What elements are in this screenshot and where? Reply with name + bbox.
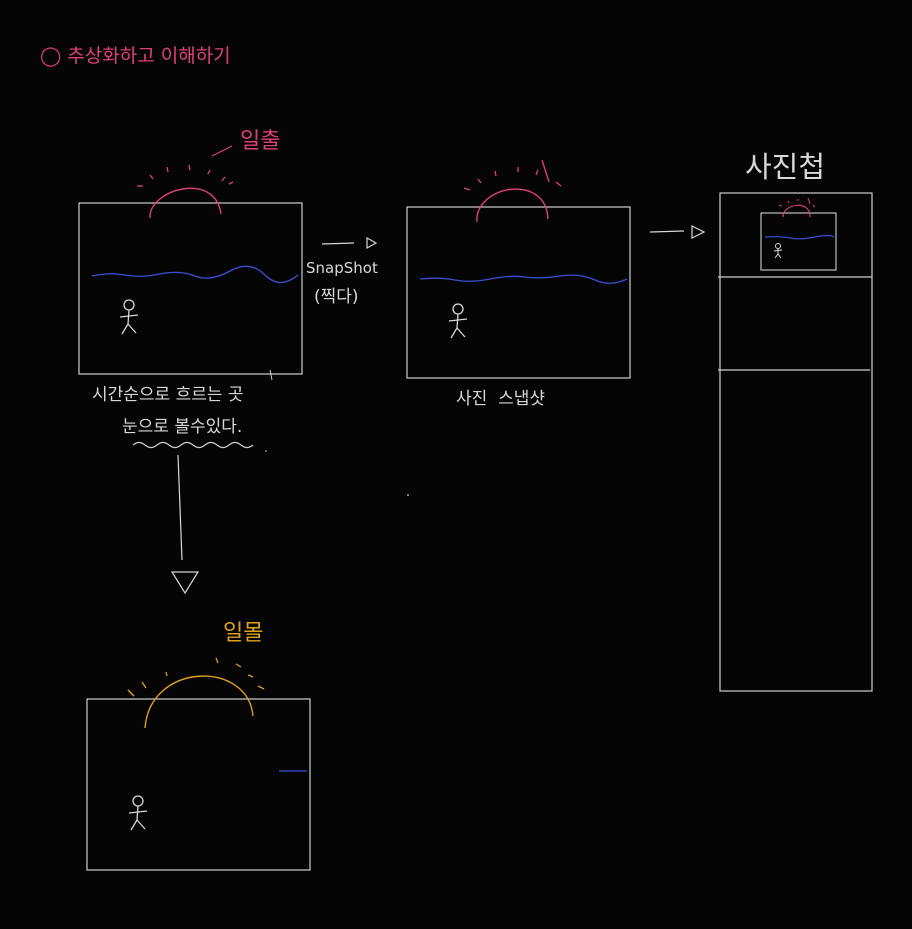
person-icon-2 xyxy=(448,303,468,339)
caption-underline-wave xyxy=(132,441,254,449)
horizon-wave-2 xyxy=(419,274,628,284)
sunset-sun-rays xyxy=(127,657,265,697)
photo-frame xyxy=(406,159,631,379)
sunrise-frame: 일출 xyxy=(78,129,303,381)
person-icon-3 xyxy=(128,795,148,831)
page-title: ◯ 추상화하고 이해하기 xyxy=(40,45,231,67)
sunrise-sun-icon xyxy=(149,187,222,219)
frame-2-caption: 사진 스냅샷 xyxy=(456,389,545,409)
horizon-wave-1 xyxy=(91,265,299,284)
snapshot-label-sub: (찍다) xyxy=(314,287,359,307)
sunset-sun-icon xyxy=(144,675,254,729)
photo-album xyxy=(718,192,873,692)
thumbnail-horizon xyxy=(764,234,835,240)
album-thumbnail xyxy=(760,212,837,271)
sun-label-line xyxy=(211,145,233,157)
sun-rays xyxy=(137,164,234,187)
sunset-label: 일몰 xyxy=(223,621,263,646)
snapshot-arrow xyxy=(321,236,378,250)
photo-sun-icon xyxy=(476,188,549,223)
snapshot-label: SnapShot xyxy=(306,259,378,277)
frame-3-border xyxy=(86,698,311,871)
photo-sun-rays xyxy=(463,159,562,191)
album-arrow xyxy=(649,225,706,239)
arrow-down xyxy=(170,454,200,595)
sunset-frame xyxy=(86,657,311,871)
frame-2-border xyxy=(406,206,631,379)
album-border xyxy=(719,192,873,692)
frame-1-caption-line1: 시간순으로 흐르는 곳 xyxy=(92,385,244,405)
album-label: 사진첩 xyxy=(745,150,825,184)
frame-1-border xyxy=(78,202,303,375)
frame-1-caption-line2: 눈으로 볼수있다. xyxy=(122,417,242,437)
sunrise-label: 일출 xyxy=(240,129,280,154)
thumbnail-sun-icon xyxy=(782,204,811,218)
thumbnail-person-icon xyxy=(773,243,783,259)
person-icon xyxy=(119,299,139,335)
